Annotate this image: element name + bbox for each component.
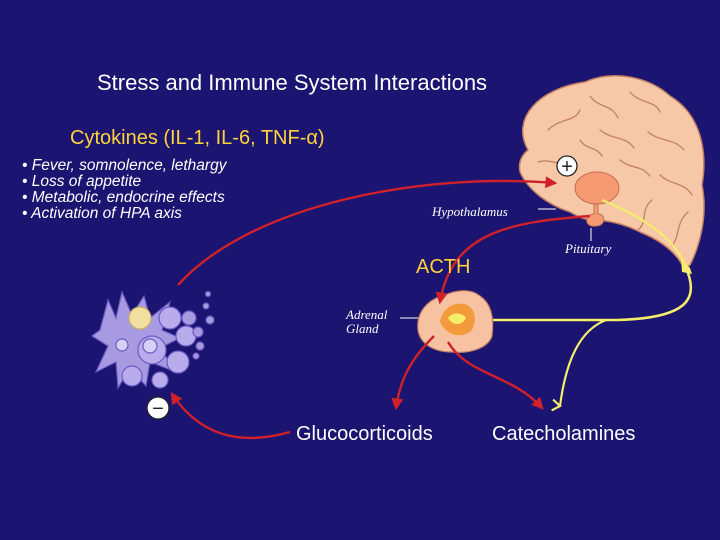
pituitary-label: Pituitary	[565, 241, 612, 256]
adrenal-gland-illustration	[417, 290, 494, 353]
slide-title: Stress and Immune System Interactions	[97, 70, 488, 95]
adrenal-label-line2: Gland	[346, 321, 379, 336]
effect-item: • Activation of HPA axis	[22, 205, 182, 222]
adrenal-gland-label: Adrenal Gland	[346, 308, 387, 336]
glucocorticoid-arrow	[391, 335, 435, 411]
effect-item: • Loss of appetite	[22, 173, 142, 190]
stimulate-sign: +	[561, 156, 573, 178]
effect-item: • Fever, somnolence, lethargy	[22, 157, 227, 174]
hypothalamus-label: Hypothalamus	[432, 204, 508, 219]
feedback-arrow	[170, 392, 291, 440]
adrenal-label-line1: Adrenal	[346, 307, 388, 322]
glucocorticoids-label: Glucocorticoids	[296, 423, 433, 445]
effect-item: • Metabolic, endocrine effects	[22, 189, 225, 206]
cytokine-effects-list: • Fever, somnolence, lethargy • Loss of …	[22, 158, 226, 222]
cytokine-arrow	[177, 176, 558, 286]
immune-cells-illustration	[90, 290, 215, 390]
nerve-terminal	[681, 258, 692, 274]
acth-label: ACTH	[416, 256, 471, 278]
acth-arrow	[435, 214, 591, 305]
catecholamines-label: Catecholamines	[492, 423, 636, 445]
catecholamine-arrow	[446, 341, 544, 410]
hormone-arrows	[170, 176, 591, 440]
brain-illustration: +	[518, 75, 705, 270]
sympathetic-nerve	[455, 198, 693, 412]
cytokines-heading: Cytokines (IL-1, IL-6, TNF-α)	[70, 127, 325, 149]
inhibit-sign: −	[152, 398, 164, 420]
